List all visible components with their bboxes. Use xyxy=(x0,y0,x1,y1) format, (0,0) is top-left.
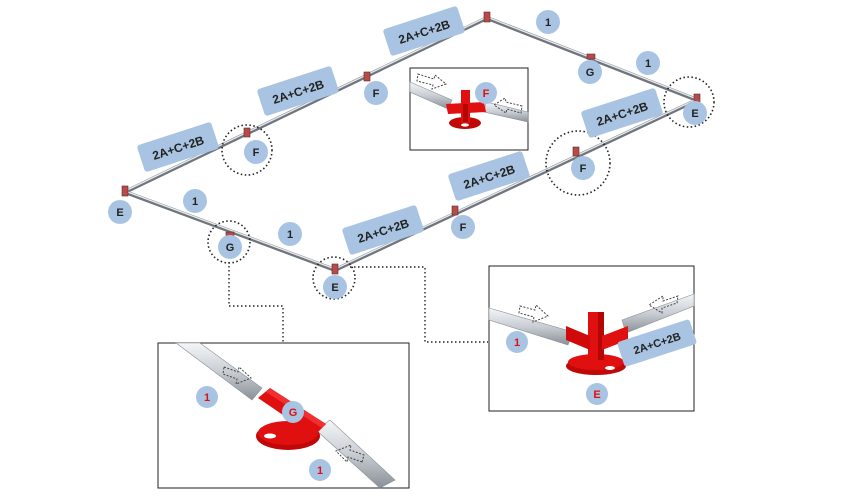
inset-f-arrow-right xyxy=(493,97,523,114)
label-text: 1 xyxy=(287,229,293,241)
label-text: E xyxy=(691,108,698,120)
inset-e-node-e: E xyxy=(586,383,608,405)
node-e-bottom: E xyxy=(323,275,347,299)
inset-f-fitting xyxy=(446,90,486,129)
segment-tag-5: 2A+C+2B xyxy=(448,151,530,201)
node-f-2: F xyxy=(364,81,388,105)
label-text: 1 xyxy=(192,196,198,208)
label-text: E xyxy=(593,389,600,401)
inset-e-fitting xyxy=(566,312,628,375)
inset-g-pipe-upper xyxy=(175,342,263,401)
inset-e-arrow-left xyxy=(518,304,549,323)
label-text: F xyxy=(253,147,260,159)
frame-fittings xyxy=(121,11,701,275)
label-text: 1 xyxy=(545,17,551,29)
node-f-4: F xyxy=(451,215,475,239)
node-1-right: 1 xyxy=(636,51,660,75)
label-text: E xyxy=(331,282,338,294)
label-text: G xyxy=(586,67,595,79)
node-f-1: F xyxy=(244,140,268,164)
inset-e-node-1: 1 xyxy=(506,331,528,353)
node-e-left: E xyxy=(108,200,132,224)
label-text: 1 xyxy=(645,58,651,70)
inset-e-arrow-right xyxy=(648,295,679,314)
label-text: 1 xyxy=(204,392,210,404)
label-text: F xyxy=(373,88,380,100)
label-text: 1 xyxy=(514,337,520,349)
inset-e: 2A+C+2B 1 E xyxy=(488,265,697,412)
inset-f-node: F xyxy=(475,82,497,104)
label-text: G xyxy=(226,242,235,254)
inset-g-pipe-lower xyxy=(315,419,396,489)
node-g-left: G xyxy=(218,235,242,259)
segment-tags: 2A+C+2B 2A+C+2B 2A+C+2B 2A+C+2B 2A+C+2B … xyxy=(137,6,663,255)
node-f-3: F xyxy=(571,156,595,180)
inset-e-tag: 2A+C+2B xyxy=(617,319,697,367)
inset-e-pipe-left xyxy=(488,307,574,346)
node-1-left: 1 xyxy=(183,189,207,213)
label-text: F xyxy=(580,163,587,175)
segment-tag-1: 2A+C+2B xyxy=(383,6,465,56)
node-1-bottom: 1 xyxy=(278,222,302,246)
inset-g-node-1b: 1 xyxy=(309,459,331,481)
inset-g-arrow-lower xyxy=(335,444,365,464)
node-g-top: G xyxy=(578,60,602,84)
inset-g: 1 G 1 xyxy=(157,342,410,489)
node-e-right: E xyxy=(683,101,707,125)
node-markers: E E E F F F F G G 1 1 1 1 xyxy=(108,10,707,299)
connector-lines xyxy=(228,262,488,343)
label-text: F xyxy=(483,88,490,100)
label-text: 1 xyxy=(317,465,323,477)
segment-tag-4: 2A+C+2B xyxy=(581,88,663,138)
label-text: G xyxy=(289,407,298,419)
inset-f-arrow-left xyxy=(416,73,448,90)
inset-g-node-1a: 1 xyxy=(196,386,218,408)
label-text: E xyxy=(116,207,123,219)
node-1-top: 1 xyxy=(536,10,560,34)
inset-g-node-g: G xyxy=(282,401,304,423)
inset-f: F xyxy=(409,67,529,151)
label-text: F xyxy=(460,222,467,234)
inset-g-arrow-upper xyxy=(222,366,252,385)
